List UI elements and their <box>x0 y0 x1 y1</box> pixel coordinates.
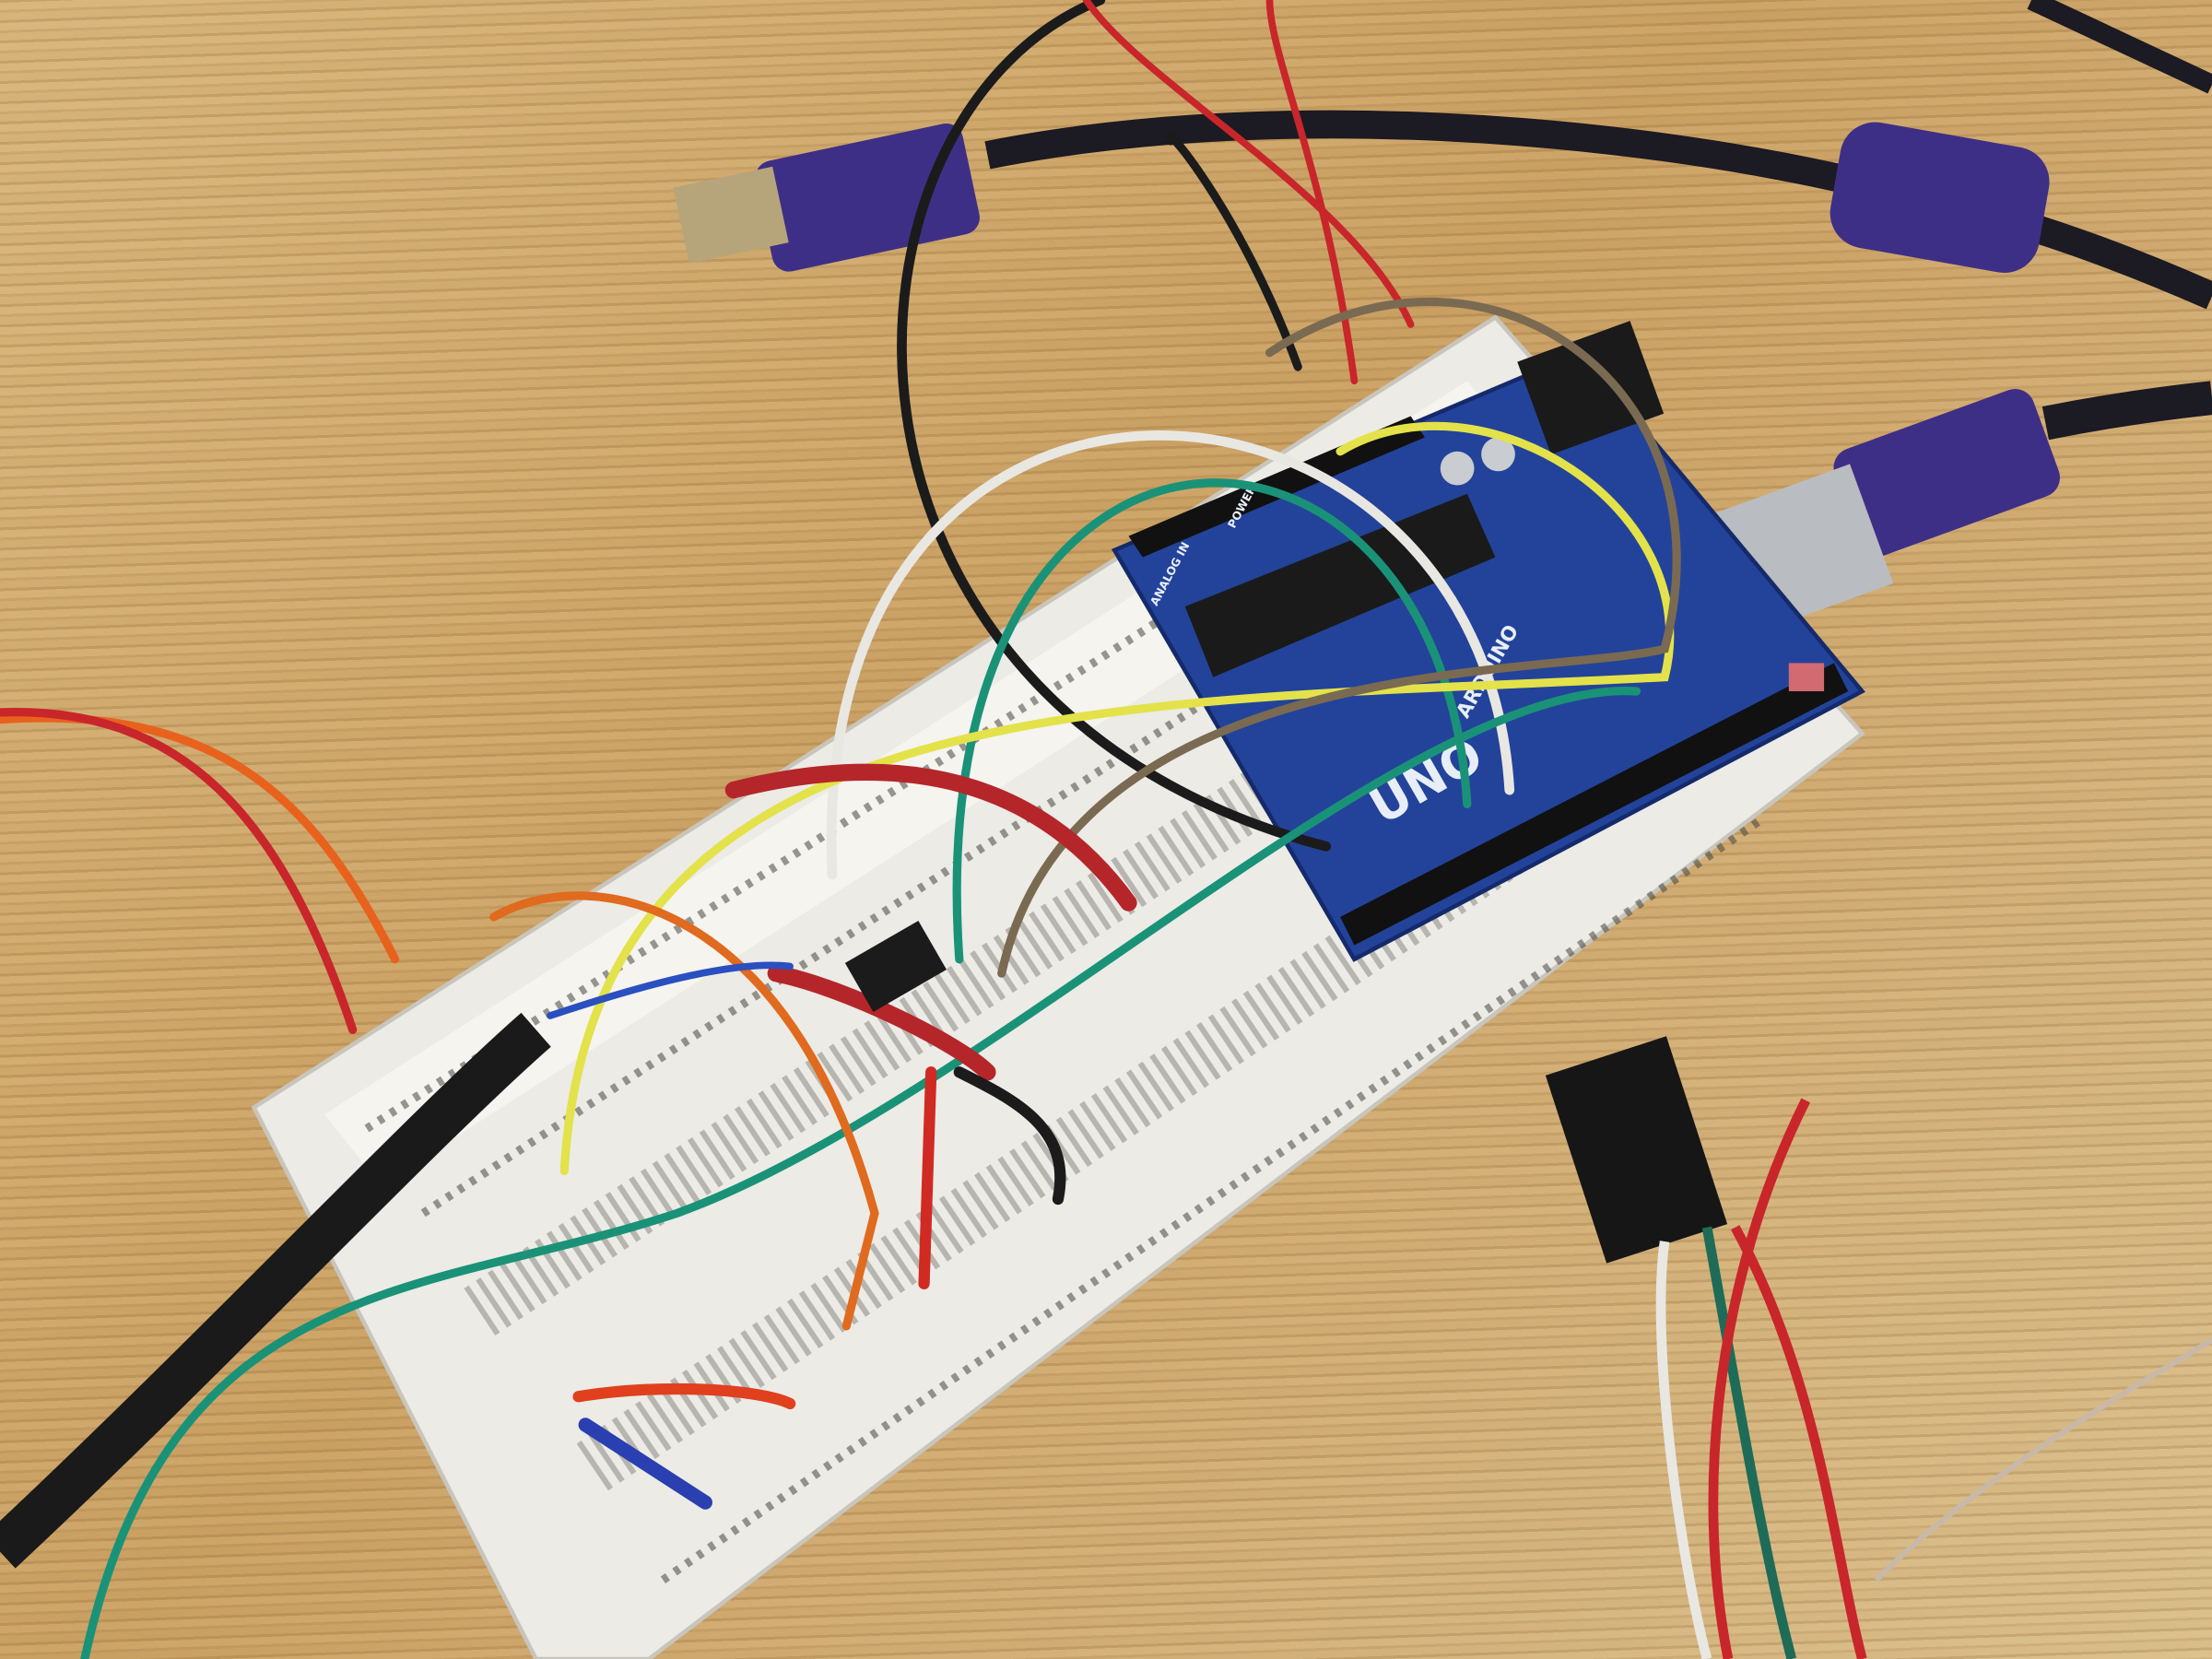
header-digital <box>1340 663 1849 946</box>
jumper-wires <box>0 0 1681 1659</box>
braided-cable <box>0 1012 551 1569</box>
reset-button <box>1788 663 1825 691</box>
led-strip-connector <box>1545 1036 2212 1659</box>
cable-corner <box>2027 0 2212 94</box>
atmega-chip <box>1184 493 1496 677</box>
header-power <box>1128 416 1425 558</box>
power-jack <box>1517 321 1665 455</box>
ic-chip <box>844 920 947 1012</box>
